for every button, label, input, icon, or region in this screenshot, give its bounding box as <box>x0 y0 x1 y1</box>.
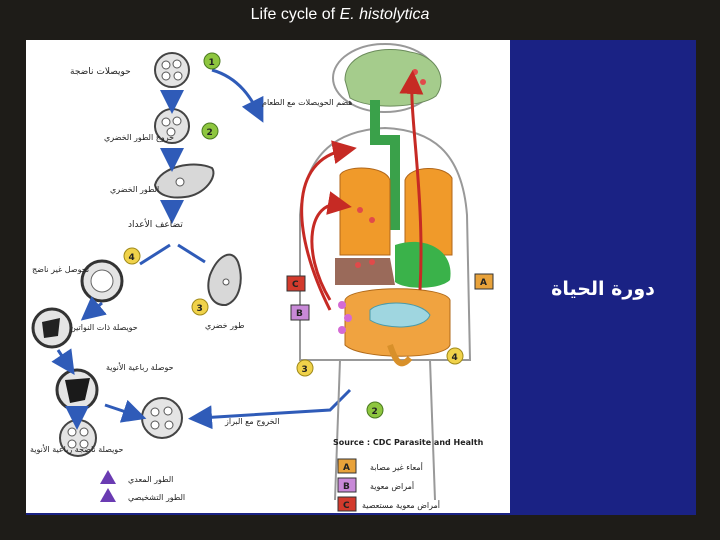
svg-text:أمراض معوية مستعصية: أمراض معوية مستعصية <box>362 500 440 510</box>
label-trophozoite-2: طور خضري <box>205 321 244 330</box>
svg-text:2: 2 <box>372 407 378 417</box>
svg-text:أمراض معوية: أمراض معوية <box>370 481 414 491</box>
svg-text:3: 3 <box>197 304 203 314</box>
legend-c: C أمراض معوية مستعصية <box>337 496 440 512</box>
label-ingestion: هضم الحويصلات مع الطعام <box>262 98 353 107</box>
cell-mature-cyst <box>154 52 190 88</box>
box-c: C <box>286 275 306 292</box>
label-binucleate: حويصلة ذات النواتين <box>70 323 138 332</box>
intestines <box>338 288 451 367</box>
label-trophozoite: الطور الخضري <box>110 185 159 194</box>
cell-binucleate-cyst <box>31 307 73 349</box>
svg-text:B: B <box>343 482 350 492</box>
svg-text:B: B <box>296 309 303 319</box>
cell-quadrinucleate-cyst <box>55 368 99 412</box>
marker-3: 3 <box>191 298 209 316</box>
label-quadrinucleate: حوصلة رباعية الأنوية <box>106 362 174 372</box>
label-mature-quad: حويصلة ناضجة رباعية الأنوية <box>30 444 123 454</box>
dissemination-arrows <box>300 70 424 311</box>
bottom-rule <box>26 513 696 515</box>
label-multiplication: تضاعف الأعداد <box>128 218 183 230</box>
cell-trophozoite-2 <box>207 253 242 307</box>
svg-text:أمعاء غير مصابة: أمعاء غير مصابة <box>370 462 423 472</box>
svg-text:الطور المعدي: الطور المعدي <box>128 475 173 484</box>
svg-text:4: 4 <box>129 253 135 263</box>
svg-text:C: C <box>292 280 299 290</box>
box-a: A <box>474 273 494 290</box>
slide-title-text: Life cycle of <box>250 6 340 23</box>
marker-2-body: 2 <box>366 401 384 419</box>
legend-b: B أمراض معوية <box>337 477 414 493</box>
marker-4-body: 4 <box>446 347 464 365</box>
marker-1: 1 <box>203 52 221 70</box>
esophagus <box>370 100 400 230</box>
svg-text:4: 4 <box>452 353 458 363</box>
svg-text:C: C <box>343 501 350 511</box>
lungs <box>339 167 453 256</box>
label-excystation: خروج الطور الخضري <box>104 133 174 142</box>
svg-text:الطور التشخيصي: الطور التشخيصي <box>128 493 185 502</box>
svg-text:A: A <box>343 463 350 473</box>
label-excretion: الخروج مع البراز <box>224 417 279 426</box>
side-panel-title: دورة الحياة <box>551 278 655 300</box>
cell-excreted-cyst <box>141 397 183 439</box>
box-b: B <box>290 304 310 321</box>
label-immature-cyst: تحوصل غير ناضج <box>32 265 89 274</box>
slide-title-species: E. histolytica <box>339 6 430 23</box>
marker-4: 4 <box>123 247 141 265</box>
svg-text:A: A <box>480 278 487 288</box>
side-panel <box>510 40 696 515</box>
svg-text:3: 3 <box>302 365 308 375</box>
legend-diagnostic: الطور التشخيصي <box>100 488 185 502</box>
svg-text:1: 1 <box>209 58 215 68</box>
svg-text:2: 2 <box>207 128 213 138</box>
liver-stomach <box>335 241 451 288</box>
brain <box>344 49 442 107</box>
label-mature-cysts: حويصلات ناضجة <box>70 67 131 77</box>
source-credit: Source : CDC Parasite and Health <box>333 438 484 447</box>
legend-infective: الطور المعدي <box>100 470 173 484</box>
cell-trophozoite <box>153 163 215 199</box>
cycle-arrows <box>51 68 352 430</box>
legend-a: A أمعاء غير مصابة <box>337 458 423 474</box>
marker-3-body: 3 <box>296 359 314 377</box>
marker-2: 2 <box>201 122 219 140</box>
slide-title: Life cycle of E. histolytica <box>0 6 680 24</box>
